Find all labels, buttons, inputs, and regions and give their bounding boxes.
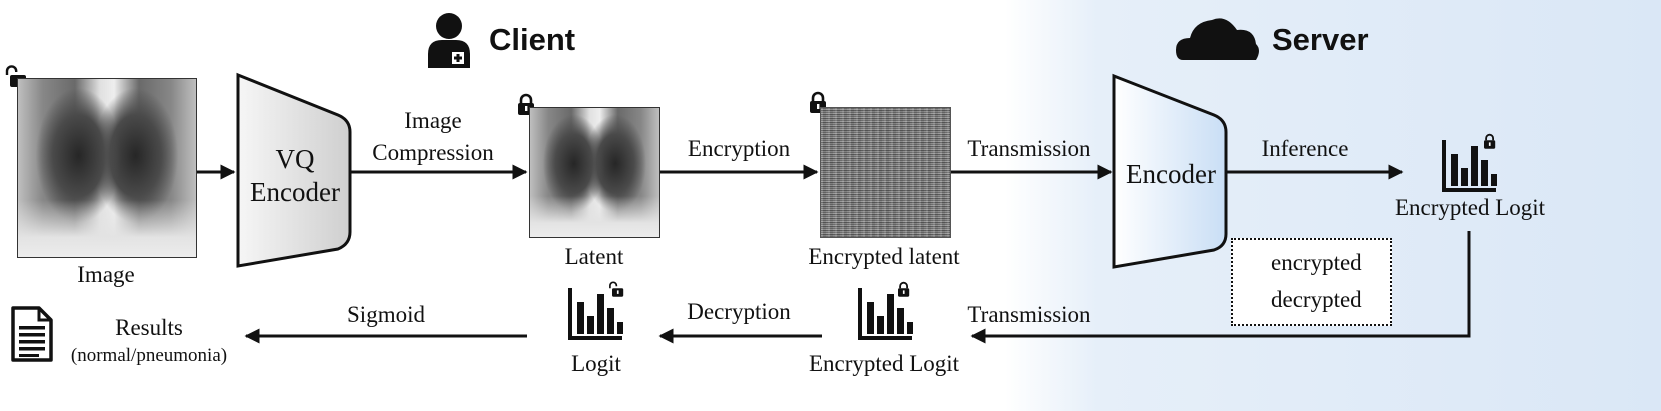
- image-label: Image: [77, 262, 135, 287]
- arrow-transmission-bottom: [970, 231, 1471, 344]
- document-icon: [11, 306, 53, 362]
- encrypted-logit-server-label: Encrypted Logit: [1394, 195, 1546, 220]
- latent-xray-image: [529, 107, 660, 238]
- lock-icon: [1483, 133, 1497, 150]
- input-xray-image: [17, 78, 197, 258]
- results-label: Results: [115, 315, 183, 340]
- encrypted-latent-image: [820, 107, 951, 238]
- encrypted-latent-label: Encrypted latent: [808, 244, 960, 269]
- vq-encoder-shape: [236, 72, 352, 268]
- results-sub-label: (normal/pneumonia): [70, 345, 228, 366]
- server-title: Server: [1272, 22, 1369, 57]
- image-compression-label-2: Compression: [372, 140, 494, 165]
- legend-encrypted: encrypted: [1271, 250, 1362, 275]
- vq-encoder-label-1: VQ: [275, 144, 315, 174]
- cloud-icon: [1176, 18, 1259, 60]
- client-title: Client: [489, 22, 576, 57]
- image-compression-label-1: Image: [404, 108, 462, 133]
- doctor-icon: [428, 13, 470, 68]
- unlock-icon: [609, 281, 625, 298]
- legend-decrypted: decrypted: [1271, 287, 1362, 312]
- inference-label: Inference: [1261, 136, 1349, 161]
- encoder-label: Encoder: [1126, 159, 1216, 189]
- encrypted-logit-client-label: Encrypted Logit: [808, 351, 960, 376]
- latent-label: Latent: [564, 244, 624, 269]
- decryption-label: Decryption: [687, 299, 791, 324]
- vq-encoder-label-2: Encoder: [250, 177, 340, 207]
- transmission-top-label: Transmission: [967, 136, 1091, 161]
- logit-label: Logit: [571, 351, 621, 376]
- sigmoid-label: Sigmoid: [347, 302, 425, 327]
- lock-icon: [897, 281, 911, 298]
- encryption-label: Encryption: [687, 136, 791, 161]
- transmission-bottom-label: Transmission: [967, 302, 1091, 327]
- server-encoder-shape: [1112, 73, 1228, 269]
- legend-box: encrypted decrypted: [1231, 238, 1392, 326]
